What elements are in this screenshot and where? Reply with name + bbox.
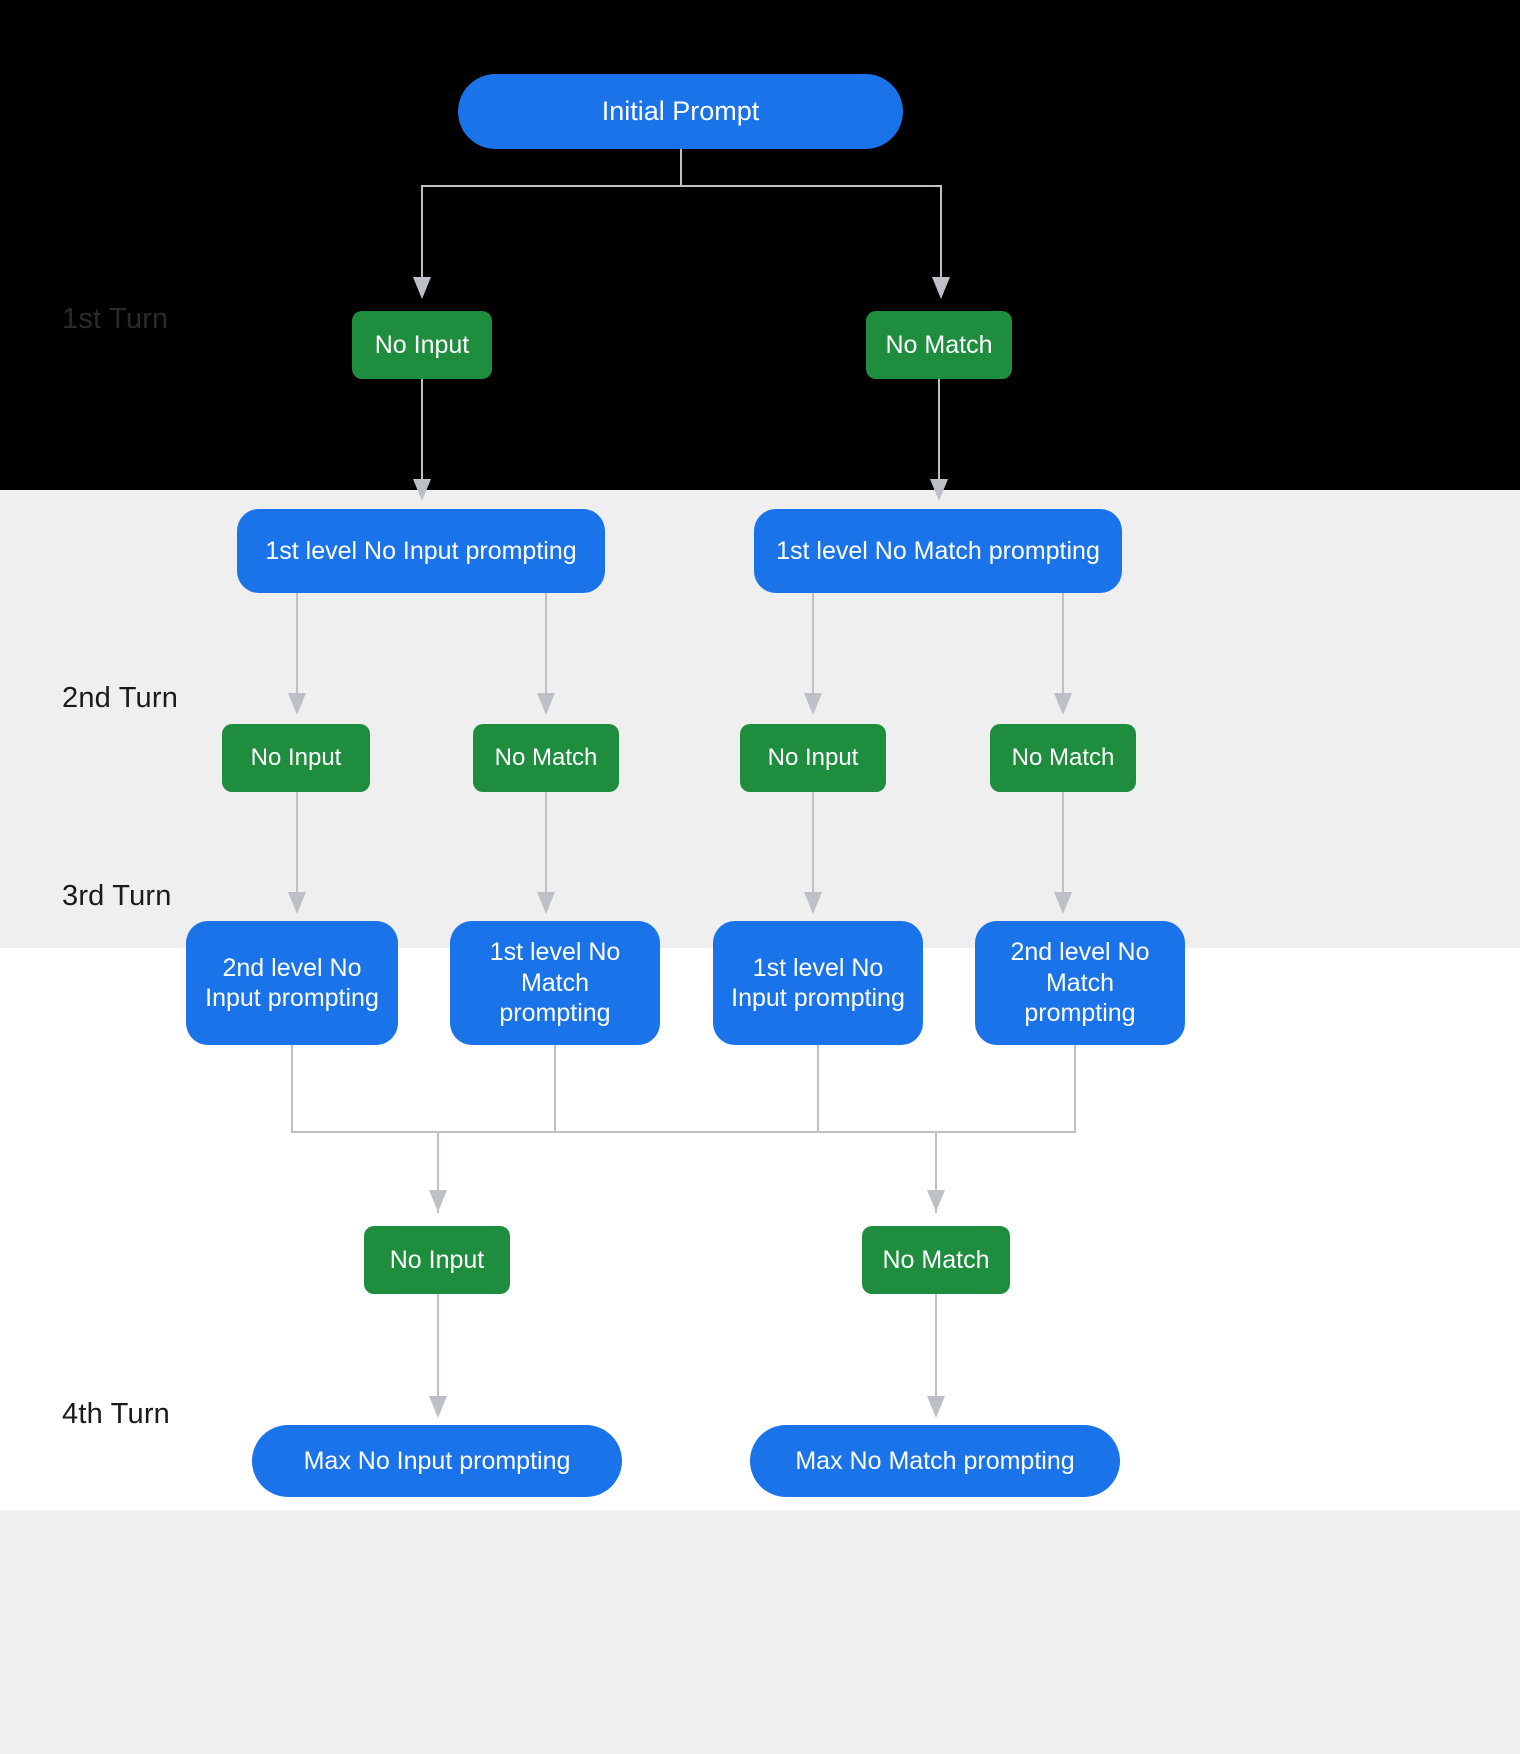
connector-t2p1-right bbox=[545, 593, 547, 693]
connector-t2p2-right bbox=[1062, 593, 1064, 693]
connector-t2e3-drop bbox=[812, 792, 814, 892]
arrow-to-turn2-no-match-a bbox=[537, 693, 555, 715]
node-turn3-prompt-2nd-level-no-match[interactable]: 2nd level No Match prompting bbox=[975, 921, 1185, 1045]
node-turn1-no-match[interactable]: No Match bbox=[866, 311, 1012, 379]
connector-merge-drop-right bbox=[935, 1131, 937, 1213]
connector-t2e1-drop bbox=[296, 792, 298, 892]
node-max-no-input-prompting[interactable]: Max No Input prompting bbox=[252, 1425, 622, 1497]
node-turn3-prompt-4-label: 2nd level No Match prompting bbox=[1010, 938, 1150, 1028]
connector-turn1-no-match-drop bbox=[938, 379, 940, 479]
node-1st-level-no-match-prompting-label: 1st level No Match prompting bbox=[776, 536, 1100, 565]
connector-t2e2-drop bbox=[545, 792, 547, 892]
node-turn3-prompt-2nd-level-no-input[interactable]: 2nd level No Input prompting bbox=[186, 921, 398, 1045]
node-1st-level-no-input-prompting-label: 1st level No Input prompting bbox=[265, 536, 577, 565]
node-turn3-no-match[interactable]: No Match bbox=[862, 1226, 1010, 1294]
arrow-to-1st-level-no-match bbox=[930, 479, 948, 501]
connector-initial-bus bbox=[421, 185, 942, 187]
connector-turn1-no-input-drop bbox=[421, 379, 423, 479]
connector-t2p1-left bbox=[296, 593, 298, 693]
node-turn2-no-match-b[interactable]: No Match bbox=[990, 724, 1136, 792]
node-turn3-prompt-1-label: 2nd level No Input prompting bbox=[205, 953, 379, 1013]
node-turn1-no-input[interactable]: No Input bbox=[352, 311, 492, 379]
arrow-to-turn1-no-match bbox=[932, 277, 950, 299]
connector-merge-stem-4 bbox=[1074, 1045, 1076, 1133]
turn-label-3rd: 3rd Turn bbox=[62, 880, 172, 912]
connector-merge-stem-2 bbox=[554, 1045, 556, 1133]
node-1st-level-no-input-prompting[interactable]: 1st level No Input prompting bbox=[237, 509, 605, 593]
connector-initial-stem bbox=[680, 149, 682, 186]
arrow-to-turn2-no-input-a bbox=[288, 693, 306, 715]
connector-merge-bus bbox=[291, 1131, 1076, 1133]
node-max-no-match-prompting[interactable]: Max No Match prompting bbox=[750, 1425, 1120, 1497]
connector-turn3-no-match-drop bbox=[935, 1294, 937, 1396]
connector-t2e4-drop bbox=[1062, 792, 1064, 892]
connector-merge-stem-3 bbox=[817, 1045, 819, 1133]
node-turn2-no-input-b-label: No Input bbox=[767, 744, 859, 772]
node-1st-level-no-match-prompting[interactable]: 1st level No Match prompting bbox=[754, 509, 1122, 593]
connector-initial-left-drop bbox=[421, 185, 423, 277]
node-initial-prompt-label: Initial Prompt bbox=[601, 96, 760, 127]
node-turn2-no-input-a[interactable]: No Input bbox=[222, 724, 370, 792]
connector-t2p2-left bbox=[812, 593, 814, 693]
arrow-to-turn3-no-match bbox=[927, 1190, 945, 1212]
node-turn3-no-input-label: No Input bbox=[389, 1245, 485, 1274]
node-turn2-no-match-a[interactable]: No Match bbox=[473, 724, 619, 792]
node-max-no-match-prompting-label: Max No Match prompting bbox=[795, 1446, 1075, 1475]
node-turn3-prompt-3-label: 1st level No Input prompting bbox=[731, 953, 905, 1013]
arrow-to-turn2-no-match-b bbox=[1054, 693, 1072, 715]
node-turn3-prompt-2-label: 1st level No Match prompting bbox=[489, 938, 621, 1028]
node-max-no-input-prompting-label: Max No Input prompting bbox=[303, 1446, 571, 1475]
node-turn2-no-match-b-label: No Match bbox=[1011, 744, 1115, 772]
node-turn2-no-match-a-label: No Match bbox=[494, 744, 598, 772]
node-turn1-no-input-label: No Input bbox=[374, 330, 470, 359]
turn-label-2nd: 2nd Turn bbox=[62, 682, 179, 714]
arrow-to-turn3-prompt-2 bbox=[537, 892, 555, 914]
connector-turn3-no-input-drop bbox=[437, 1294, 439, 1396]
node-turn3-prompt-1st-level-no-input[interactable]: 1st level No Input prompting bbox=[713, 921, 923, 1045]
band-turn-4 bbox=[0, 1510, 1520, 1754]
connector-merge-drop-left bbox=[437, 1131, 439, 1213]
arrow-to-max-no-match bbox=[927, 1396, 945, 1418]
node-turn1-no-match-label: No Match bbox=[885, 330, 993, 359]
arrow-to-max-no-input bbox=[429, 1396, 447, 1418]
arrow-to-turn3-no-input bbox=[429, 1190, 447, 1212]
node-turn3-no-match-label: No Match bbox=[882, 1245, 990, 1274]
arrow-to-1st-level-no-input bbox=[413, 479, 431, 501]
turn-label-1st: 1st Turn bbox=[62, 303, 169, 335]
arrow-to-turn3-prompt-1 bbox=[288, 892, 306, 914]
node-turn2-no-input-a-label: No Input bbox=[250, 744, 342, 772]
node-turn2-no-input-b[interactable]: No Input bbox=[740, 724, 886, 792]
connector-merge-stem-1 bbox=[291, 1045, 293, 1133]
arrow-to-turn1-no-input bbox=[413, 277, 431, 299]
arrow-to-turn3-prompt-3 bbox=[804, 892, 822, 914]
arrow-to-turn3-prompt-4 bbox=[1054, 892, 1072, 914]
connector-initial-right-drop bbox=[940, 185, 942, 277]
node-turn3-prompt-1st-level-no-match[interactable]: 1st level No Match prompting bbox=[450, 921, 660, 1045]
node-turn3-no-input[interactable]: No Input bbox=[364, 1226, 510, 1294]
node-initial-prompt[interactable]: Initial Prompt bbox=[458, 74, 903, 149]
arrow-to-turn2-no-input-b bbox=[804, 693, 822, 715]
turn-label-4th: 4th Turn bbox=[62, 1398, 170, 1430]
